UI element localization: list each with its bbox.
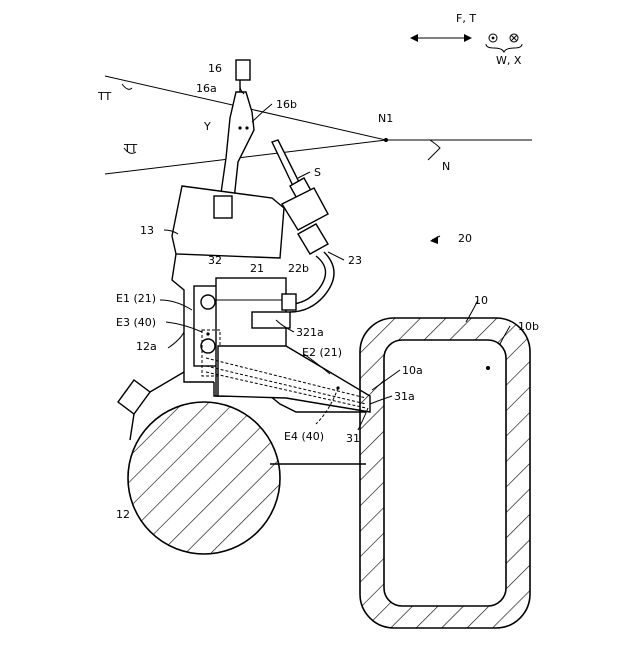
label-s: S bbox=[314, 166, 321, 179]
label-16: 16 bbox=[208, 62, 222, 75]
label-y: Y bbox=[203, 120, 211, 133]
label-n: N bbox=[442, 160, 450, 173]
label-12a: 12a bbox=[136, 340, 157, 353]
label-ft: F, T bbox=[456, 12, 476, 25]
label-31a: 31a bbox=[394, 390, 415, 403]
holder-16 bbox=[220, 60, 254, 200]
label-10a: 10a bbox=[402, 364, 423, 377]
label-20: 20 bbox=[458, 232, 472, 245]
direction-arrow-ft bbox=[410, 34, 472, 42]
label-tt-upper: TT bbox=[97, 90, 112, 103]
label-32: 32 bbox=[208, 254, 222, 267]
label-16a: 16a bbox=[196, 82, 217, 95]
label-321a: 321a bbox=[296, 326, 324, 339]
direction-symbols-wx bbox=[486, 34, 522, 52]
label-n1: N1 bbox=[378, 112, 393, 125]
label-wx: W, X bbox=[496, 54, 522, 67]
label-e1: E1 (21) bbox=[116, 292, 156, 305]
label-23: 23 bbox=[348, 254, 362, 267]
label-10b: 10b bbox=[518, 320, 539, 333]
roller-12 bbox=[128, 402, 366, 554]
view-lines bbox=[105, 76, 532, 174]
label-13: 13 bbox=[140, 224, 154, 237]
label-e3: E3 (40) bbox=[116, 316, 156, 329]
medium-10 bbox=[360, 318, 530, 628]
label-31: 31 bbox=[346, 432, 360, 445]
label-e4: E4 (40) bbox=[284, 430, 324, 443]
label-tt-lower: TT bbox=[123, 142, 138, 155]
label-e2: E2 (21) bbox=[302, 346, 342, 359]
label-22b: 22b bbox=[288, 262, 309, 275]
label-16b: 16b bbox=[276, 98, 297, 111]
label-21: 21 bbox=[250, 262, 264, 275]
label-10: 10 bbox=[474, 294, 488, 307]
label-12: 12 bbox=[116, 508, 130, 521]
